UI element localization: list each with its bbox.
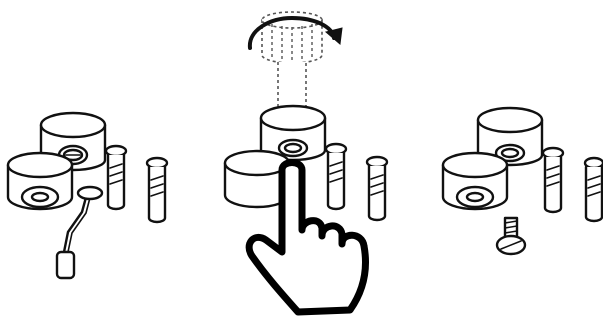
step2-wall-anchor-a <box>326 144 346 209</box>
step-3-group <box>443 108 603 254</box>
step1-wall-anchor-b <box>147 158 167 222</box>
step3-spacer-small <box>443 153 507 209</box>
step3-wall-anchor-b <box>585 158 603 221</box>
step2-wall-anchor-b <box>367 157 387 220</box>
step3-wall-anchor-a <box>543 148 563 212</box>
screw-icon <box>497 218 525 254</box>
thumb-screw-ghost <box>262 12 322 110</box>
step-1-group <box>8 113 167 278</box>
step1-wall-anchor-a <box>106 146 126 209</box>
step1-spacer-small <box>8 153 72 209</box>
step-2-group <box>225 12 387 312</box>
